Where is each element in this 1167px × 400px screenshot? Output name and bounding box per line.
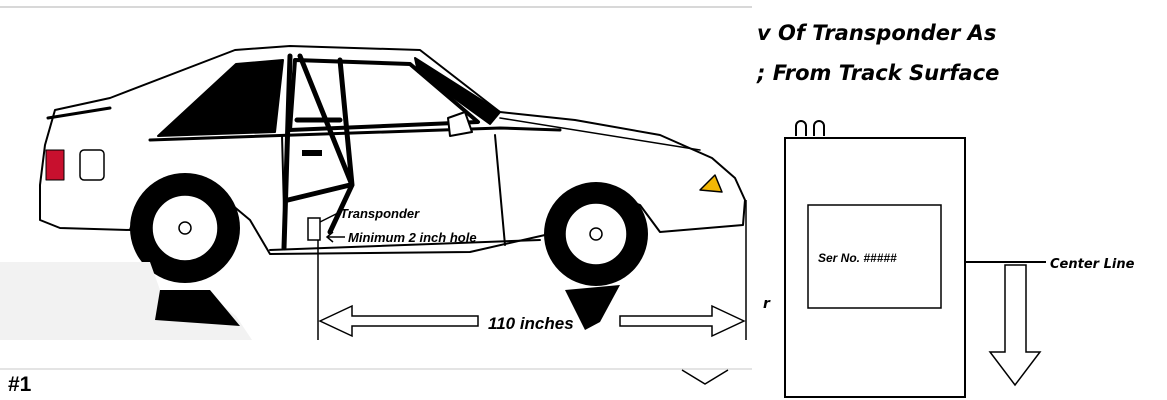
cut-off-fragment: r bbox=[763, 296, 771, 312]
down-arrow-icon bbox=[988, 264, 1042, 387]
serial-number-label: Ser No. ##### bbox=[818, 251, 897, 265]
dimension-arrow-left bbox=[318, 304, 479, 338]
side-window bbox=[288, 58, 480, 132]
hood-line bbox=[499, 117, 701, 151]
roll-cage bbox=[281, 53, 355, 251]
windshield-pillar bbox=[414, 57, 501, 125]
chevron-down-icon bbox=[681, 369, 729, 385]
hole-pointer bbox=[325, 231, 345, 243]
taillight bbox=[45, 149, 65, 181]
rear-spoiler bbox=[46, 106, 112, 120]
dimension-arrow-right bbox=[619, 304, 746, 338]
fuel-door bbox=[79, 149, 105, 181]
rear-tire-shadow bbox=[155, 290, 240, 326]
title-line-1: v Of Transponder As bbox=[757, 21, 996, 45]
device-lug-right bbox=[813, 120, 825, 136]
center-line-label: Center Line bbox=[1050, 257, 1135, 272]
rear-hub bbox=[178, 221, 192, 235]
transponder-label: Transponder bbox=[340, 206, 420, 221]
turn-signal bbox=[699, 174, 723, 193]
transponder-marker bbox=[307, 217, 321, 241]
front-hub bbox=[589, 227, 603, 241]
rocker-panel bbox=[269, 239, 541, 251]
transponder-device: Ser No. ##### bbox=[784, 120, 966, 398]
device-lug-left bbox=[795, 120, 807, 136]
distance-label: 110 inches bbox=[488, 314, 574, 333]
hole-label: Minimum 2 inch hole bbox=[348, 230, 477, 245]
door-seam-front bbox=[494, 134, 506, 246]
transponder-pointer bbox=[319, 212, 339, 223]
figure-number: #1 bbox=[8, 373, 32, 396]
race-car-side-view bbox=[39, 45, 746, 286]
door-handle bbox=[302, 150, 322, 156]
side-mirror bbox=[447, 111, 473, 137]
belt-line bbox=[148, 126, 562, 142]
front-tire-shadow bbox=[565, 285, 620, 330]
device-label-panel bbox=[807, 204, 942, 309]
rear-window bbox=[157, 59, 284, 137]
title-line-2: ; From Track Surface bbox=[756, 61, 999, 85]
